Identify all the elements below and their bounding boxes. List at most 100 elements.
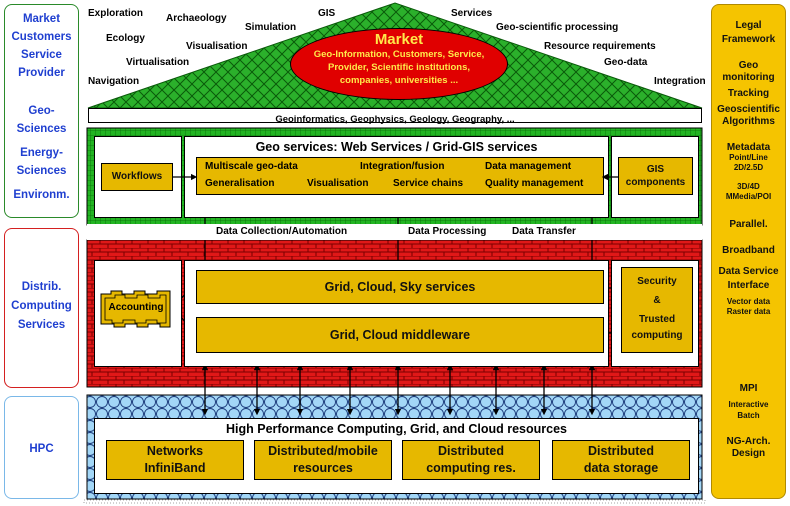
distrib-label: Distrib. xyxy=(21,281,62,293)
gis-label: GIS xyxy=(646,164,665,175)
accounting-shape xyxy=(100,290,171,328)
market-line-2: Provider, Scientific institutions, xyxy=(328,62,470,73)
security-label: Security xyxy=(637,276,677,287)
roof-base-label-box: Geoinformatics, Geophysics, Geology, Geo… xyxy=(88,108,702,125)
right-item-12: Parallel. xyxy=(729,219,768,230)
right-item-10: 3D/4D xyxy=(737,182,760,191)
label-data-processing: Data Processing xyxy=(408,226,487,237)
item-integration: Integration/fusion xyxy=(360,161,445,172)
item-service-chains: Service chains xyxy=(393,178,464,189)
components-label: components xyxy=(625,177,686,188)
computing-line-2: computing res. xyxy=(426,461,516,475)
hpc-box-storage: Distributed data storage xyxy=(552,440,690,480)
environment-label: Environm. xyxy=(13,189,70,201)
kw-gis: GIS xyxy=(318,8,336,19)
networks-line: Networks xyxy=(146,444,204,458)
middleware-box: Grid, Cloud middleware xyxy=(196,317,604,353)
kw-geo-data: Geo-data xyxy=(604,57,648,68)
gis-components-box: GIS components xyxy=(618,157,693,195)
sciences-label: Sciences xyxy=(16,123,67,135)
right-item-13: Broadband xyxy=(722,245,775,256)
right-item-8: Point/Line xyxy=(729,153,768,162)
provider-label: Provider xyxy=(18,67,65,79)
kw-services: Services xyxy=(451,8,493,19)
arrow-label-box xyxy=(87,224,702,240)
storage-line-1: Distributed xyxy=(588,444,654,458)
label-data-transfer: Data Transfer xyxy=(512,226,576,237)
computing-line-1: Distributed xyxy=(438,444,504,458)
right-item-18: MPI xyxy=(739,383,758,394)
geo-services-items-box: Multiscale geo-data Integration/fusion D… xyxy=(196,157,604,195)
right-item-6: Algorithms xyxy=(722,116,775,127)
market-line-3: companies, universities ... xyxy=(339,75,459,86)
right-item-9: 2D/2.5D xyxy=(733,163,764,172)
customers-label: Customers xyxy=(11,31,72,43)
right-item-16: Vector data xyxy=(726,297,771,306)
ampersand-label: & xyxy=(653,295,661,306)
grid-services-label: Grid, Cloud, Sky services xyxy=(324,280,476,294)
workflows-box: Workflows xyxy=(101,163,173,191)
market-side-box: Market Customers Service Provider Geo- S… xyxy=(4,4,79,218)
market-ellipse: Market Geo-Information, Customers, Servi… xyxy=(290,28,508,100)
hpc-box-computing: Distributed computing res. xyxy=(402,440,540,480)
item-visualisation: Visualisation xyxy=(307,178,369,189)
kw-archaeology: Archaeology xyxy=(166,13,227,24)
right-item-17: Raster data xyxy=(726,307,771,316)
energy-label: Energy- xyxy=(20,147,63,159)
storage-line-2: data storage xyxy=(583,461,659,475)
right-item-5: Geoscientific xyxy=(717,104,780,115)
right-item-15: Interface xyxy=(727,280,770,291)
right-item-21: NG-Arch. xyxy=(726,436,771,447)
accounting-label: Accounting xyxy=(108,302,164,313)
right-item-14: Data Service xyxy=(718,266,779,277)
infiniband-line: InfiniBand xyxy=(144,461,206,475)
computing-label: Computing xyxy=(11,300,72,312)
right-item-11: MMedia/POI xyxy=(725,192,772,201)
hpc-title: High Performance Computing, Grid, and Cl… xyxy=(225,422,567,436)
middleware-label: Grid, Cloud middleware xyxy=(329,328,471,342)
kw-visualisation: Visualisation xyxy=(186,41,248,52)
item-generalisation: Generalisation xyxy=(205,178,275,189)
geo-label: Geo- xyxy=(28,105,55,117)
energy-sciences-label: Sciences xyxy=(16,165,67,177)
right-item-2: Geo xyxy=(738,60,759,71)
item-data-mgmt: Data management xyxy=(485,161,572,172)
market-line-1: Geo-Information, Customers, Service, xyxy=(313,49,485,60)
mobile-line-2: resources xyxy=(293,461,353,475)
kw-geo-processing: Geo-scientific processing xyxy=(496,22,619,33)
right-item-7: Metadata xyxy=(726,142,771,153)
kw-resource-req: Resource requirements xyxy=(544,41,656,52)
distrib-side-box: Distrib. Computing Services xyxy=(4,228,79,388)
service-label: Service xyxy=(21,49,62,61)
label-data-collection: Data Collection/Automation xyxy=(216,226,348,237)
kw-navigation: Navigation xyxy=(88,76,140,87)
right-item-1: Framework xyxy=(721,34,776,45)
kw-simulation: Simulation xyxy=(245,22,297,33)
hpc-box-mobile: Distributed/mobile resources xyxy=(254,440,392,480)
services-label: Services xyxy=(17,319,66,331)
item-multiscale: Multiscale geo-data xyxy=(205,161,298,172)
kw-integration: Integration xyxy=(654,76,706,87)
security-box: Security & Trusted computing xyxy=(621,267,693,353)
hpc-box-networks: Networks InfiniBand xyxy=(106,440,244,480)
roof-base-label: Geoinformatics, Geophysics, Geology, Geo… xyxy=(275,114,515,125)
kw-exploration: Exploration xyxy=(88,8,144,19)
item-quality: Quality management xyxy=(485,178,584,189)
right-item-3: monitoring xyxy=(722,72,775,83)
right-item-22: Design xyxy=(731,448,766,459)
kw-ecology: Ecology xyxy=(106,33,145,44)
right-item-4: Tracking xyxy=(727,88,770,99)
right-item-19: Interactive xyxy=(728,400,769,409)
workflows-label: Workflows xyxy=(111,171,163,182)
geo-services-title: Geo services: Web Services / Grid-GIS se… xyxy=(255,140,538,154)
right-item-0: Legal xyxy=(735,20,762,31)
mobile-line-1: Distributed/mobile xyxy=(268,444,378,458)
right-item-20: Batch xyxy=(737,411,760,420)
hpc-side-box: HPC xyxy=(4,396,79,499)
lower-arrows xyxy=(201,363,596,416)
computing-label-sec: computing xyxy=(631,330,683,341)
hpc-label: HPC xyxy=(29,443,54,455)
market-label: Market xyxy=(22,13,61,25)
trusted-label: Trusted xyxy=(638,314,676,325)
